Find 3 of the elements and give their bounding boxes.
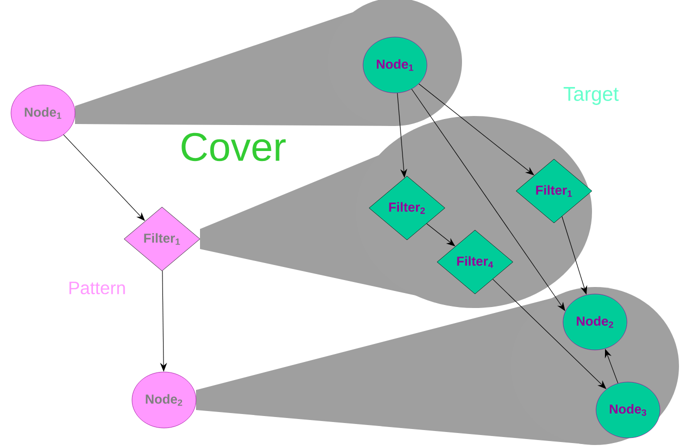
- region-label: Cover: [182, 132, 286, 162]
- region-label: Target: [564, 87, 619, 105]
- region-label: Pattern: [69, 282, 125, 294]
